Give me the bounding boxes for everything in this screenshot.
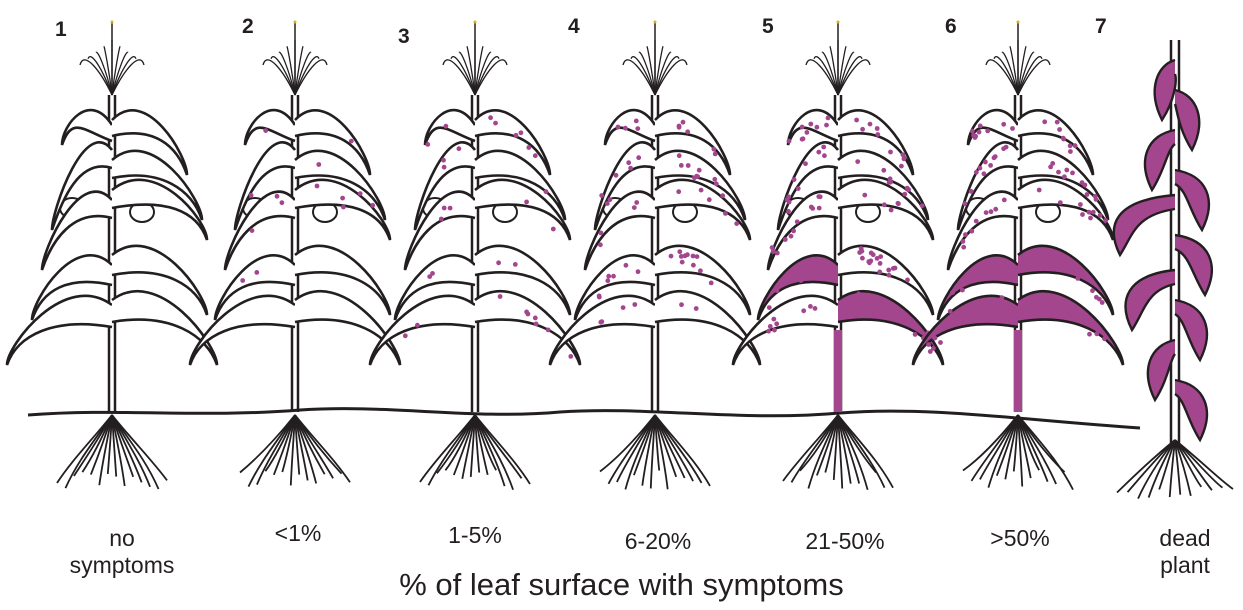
- stage-number-1: 1: [55, 18, 67, 42]
- leaf: [788, 110, 838, 145]
- tassel: [443, 21, 507, 96]
- leaf: [112, 180, 207, 240]
- leaf: [838, 180, 933, 240]
- maize-plant-stage-6: [913, 21, 1123, 490]
- leaf: [7, 296, 112, 365]
- stage-label-5: 21-50%: [780, 528, 910, 555]
- axis-caption: % of leaf surface with symptoms: [0, 567, 1243, 603]
- maize-plant-stage-4: [550, 21, 760, 490]
- tassel: [623, 21, 687, 96]
- leaf: [425, 110, 475, 145]
- maize-plant-stage-3: [370, 21, 580, 490]
- roots: [240, 415, 350, 487]
- dead-leaf: [1155, 60, 1176, 120]
- dead-leaf: [1175, 235, 1212, 295]
- stage-label-4: 6-20%: [593, 528, 723, 555]
- ground-line: [28, 409, 1140, 428]
- roots: [420, 415, 530, 490]
- stage-number-6: 6: [945, 15, 957, 39]
- stage-number-7: 7: [1095, 15, 1107, 39]
- leaf: [475, 180, 570, 240]
- leaf: [62, 110, 112, 145]
- roots: [963, 415, 1073, 490]
- lesioned-stem: [1014, 330, 1022, 412]
- roots: [783, 415, 893, 490]
- tassel: [806, 21, 870, 96]
- dead-leaf: [1114, 195, 1175, 255]
- tassel: [80, 21, 144, 96]
- maize-plant-stage-2: [190, 21, 400, 487]
- stage-label-6: >50%: [955, 525, 1085, 552]
- leaf: [295, 180, 390, 240]
- maize-plant-stage-7: [1114, 40, 1233, 499]
- stage-number-5: 5: [762, 15, 774, 39]
- maize-plant-stage-5: [733, 21, 943, 490]
- stage-number-4: 4: [568, 15, 580, 39]
- leaf: [1018, 180, 1113, 240]
- roots: [57, 415, 167, 489]
- leaf: [245, 110, 295, 145]
- stage-label-2: <1%: [233, 520, 363, 547]
- lesioned-stem: [834, 330, 842, 412]
- stage-number-3: 3: [398, 25, 410, 49]
- stage-number-2: 2: [242, 15, 254, 39]
- tassel: [986, 21, 1050, 96]
- maize-plant-stage-1: [7, 21, 217, 490]
- dead-leaf: [1126, 270, 1175, 330]
- stage-label-3: 1-5%: [410, 522, 540, 549]
- leaf: [605, 110, 655, 145]
- roots: [600, 415, 710, 489]
- roots: [1117, 440, 1233, 499]
- tassel: [263, 21, 327, 96]
